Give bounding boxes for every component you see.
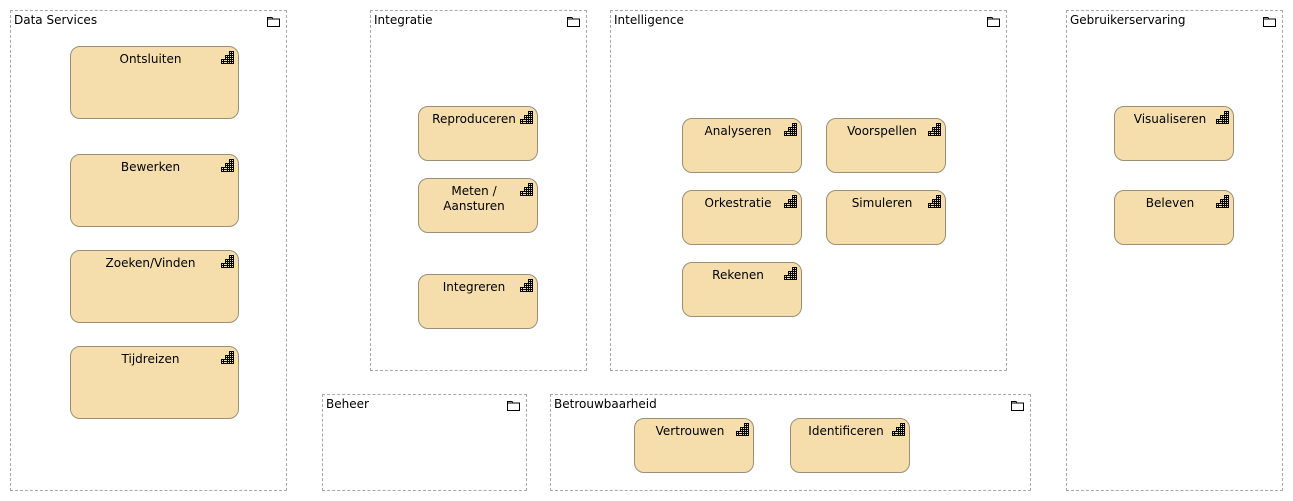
function-ontsluiten[interactable]: Ontsluiten: [70, 46, 239, 119]
function-analyseren[interactable]: Analyseren: [682, 118, 802, 173]
function-icon: [520, 183, 533, 196]
function-beleven[interactable]: Beleven: [1114, 190, 1234, 245]
function-voorspellen[interactable]: Voorspellen: [826, 118, 946, 173]
function-label: Integreren: [442, 280, 506, 294]
group-gebruikerservaring[interactable]: Gebruikerservaring: [1066, 10, 1283, 491]
function-label: Meten / Aansturen: [443, 184, 505, 213]
function-rekenen[interactable]: Rekenen: [682, 262, 802, 317]
function-icon: [221, 51, 234, 64]
function-reproduceren[interactable]: Reproduceren: [418, 106, 538, 161]
function-label: Identificeren: [808, 424, 884, 438]
function-integreren[interactable]: Integreren: [418, 274, 538, 329]
function-vertrouwen[interactable]: Vertrouwen: [634, 418, 754, 473]
function-icon: [520, 111, 533, 124]
function-identificeren[interactable]: Identificeren: [790, 418, 910, 473]
group-title: Gebruikerservaring: [1070, 13, 1186, 27]
folder-icon: [1011, 401, 1024, 411]
function-label: Voorspellen: [847, 124, 917, 138]
function-label: Analyseren: [704, 124, 772, 138]
function-icon: [520, 279, 533, 292]
function-icon: [221, 255, 234, 268]
function-label: Bewerken: [120, 160, 181, 174]
group-title: Integratie: [374, 13, 433, 27]
function-label: Ontsluiten: [119, 52, 182, 66]
function-tijdreizen[interactable]: Tijdreizen: [70, 346, 239, 419]
function-icon: [221, 159, 234, 172]
group-beheer[interactable]: Beheer: [322, 394, 527, 491]
group-intelligence[interactable]: Intelligence: [610, 10, 1007, 371]
folder-icon: [1263, 17, 1276, 27]
function-label: Zoeken/Vinden: [105, 256, 196, 270]
folder-icon: [567, 17, 580, 27]
group-title: Data Services: [14, 13, 98, 27]
function-label: Visualiseren: [1133, 112, 1207, 126]
folder-icon: [987, 17, 1000, 27]
function-label: Reproduceren: [432, 112, 516, 126]
function-visualiseren[interactable]: Visualiseren: [1114, 106, 1234, 161]
function-meten-aansturen[interactable]: Meten / Aansturen: [418, 178, 538, 233]
function-zoeken-vinden[interactable]: Zoeken/Vinden: [70, 250, 239, 323]
function-label: Simuleren: [851, 196, 913, 210]
folder-icon: [507, 401, 520, 411]
group-title: Betrouwbaarheid: [554, 397, 657, 411]
folder-icon: [267, 17, 280, 27]
function-icon: [928, 123, 941, 136]
function-icon: [1216, 111, 1229, 124]
function-bewerken[interactable]: Bewerken: [70, 154, 239, 227]
function-icon: [784, 267, 797, 280]
function-icon: [221, 351, 234, 364]
function-icon: [892, 423, 905, 436]
function-label: Vertrouwen: [655, 424, 725, 438]
function-simuleren[interactable]: Simuleren: [826, 190, 946, 245]
function-label: Rekenen: [712, 268, 764, 282]
function-orkestratie[interactable]: Orkestratie: [682, 190, 802, 245]
function-label: Beleven: [1145, 196, 1195, 210]
function-label: Tijdreizen: [121, 352, 180, 366]
function-label: Orkestratie: [704, 196, 772, 210]
function-icon: [784, 123, 797, 136]
group-title: Beheer: [326, 397, 369, 411]
function-icon: [928, 195, 941, 208]
function-icon: [784, 195, 797, 208]
function-icon: [1216, 195, 1229, 208]
group-title: Intelligence: [614, 13, 684, 27]
function-icon: [736, 423, 749, 436]
